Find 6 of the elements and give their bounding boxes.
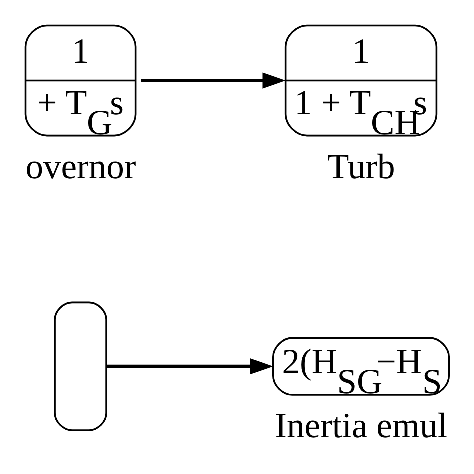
node-label: Turb	[328, 146, 396, 186]
node-box	[54, 302, 108, 432]
node-label: overnor	[26, 146, 136, 186]
arrow	[141, 72, 286, 89]
arrow	[106, 358, 274, 375]
node-label: Inertia emul	[275, 406, 448, 446]
